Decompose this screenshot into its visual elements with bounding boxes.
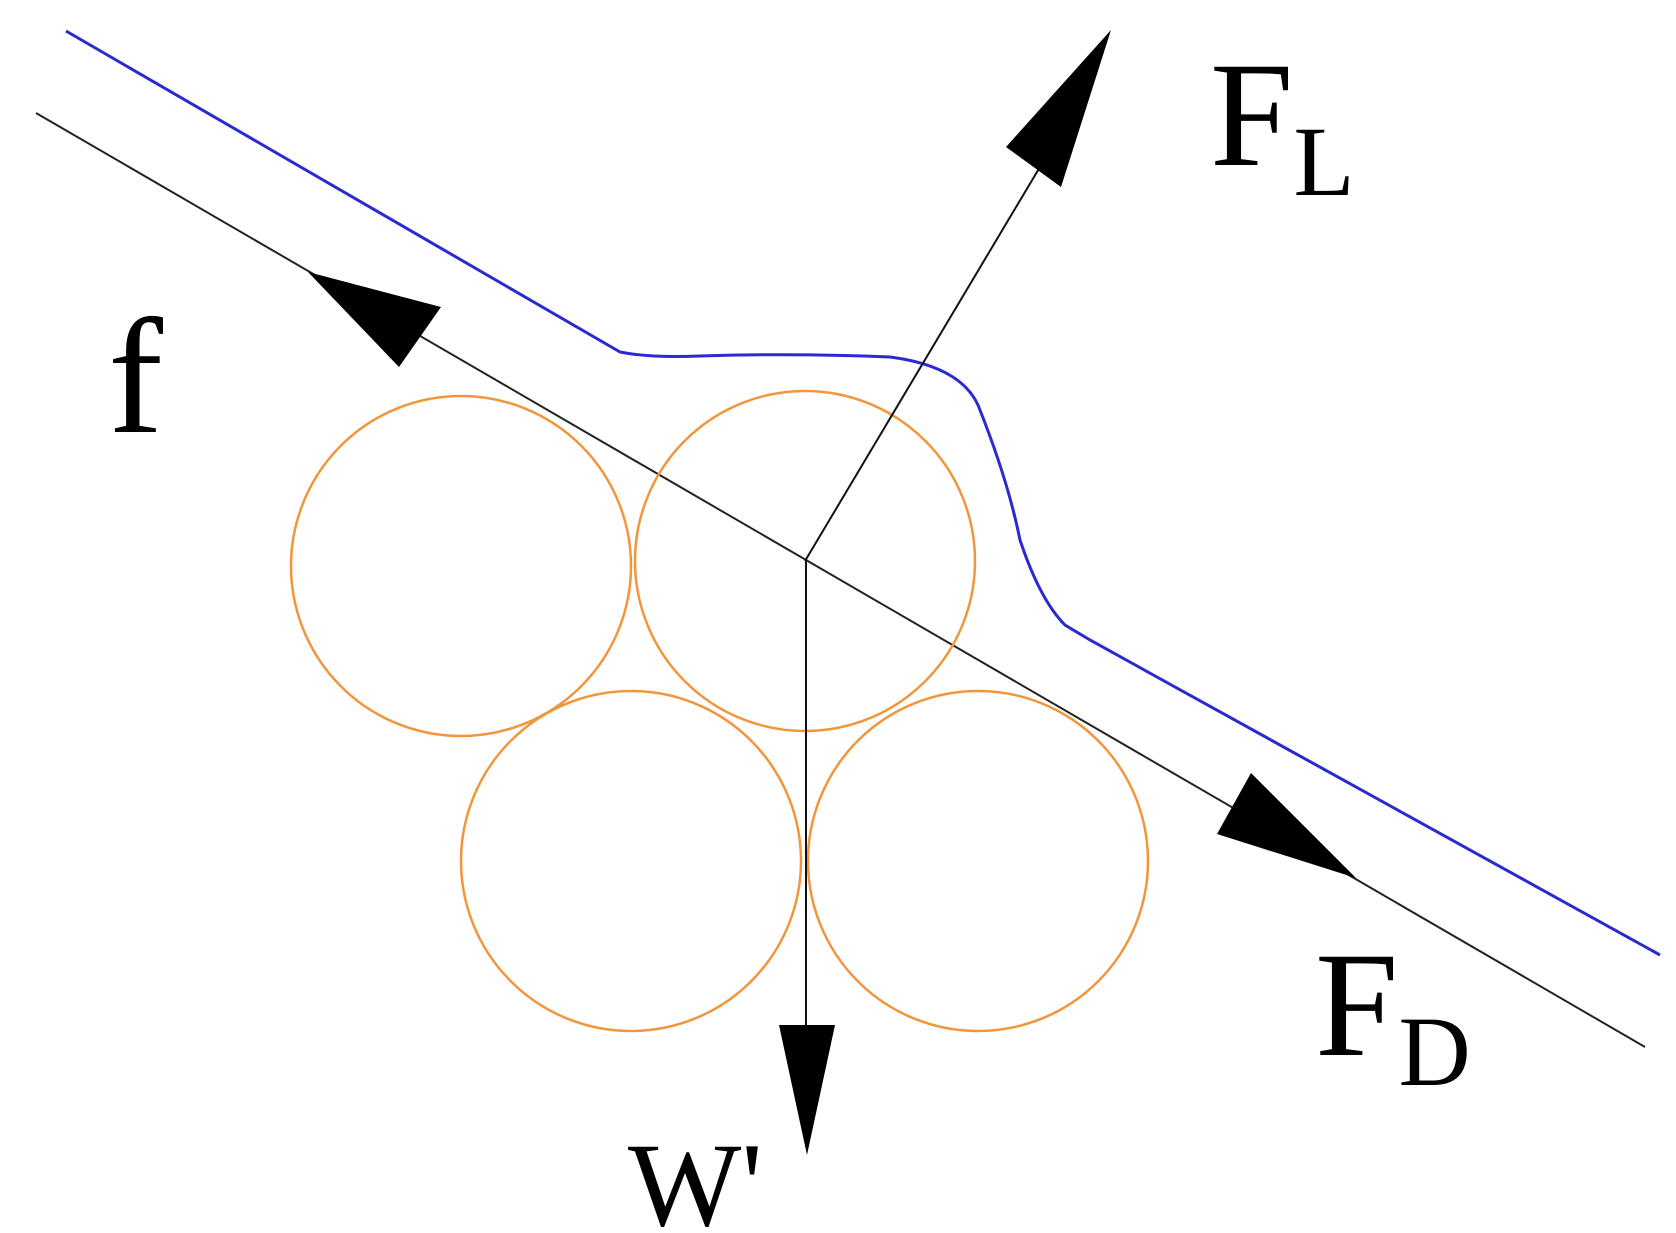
particle-circle — [289, 394, 633, 738]
water-surface-line — [65, 29, 1661, 957]
drag-vector — [1217, 773, 1356, 878]
lift-label: FL — [1210, 32, 1355, 217]
particle-circle — [459, 689, 803, 1033]
weight-vector — [779, 561, 835, 1155]
particle-circle — [806, 689, 1150, 1033]
friction-vector — [308, 272, 441, 367]
lift-vector-shaft — [804, 129, 1063, 562]
weight-arrowhead — [779, 1025, 835, 1155]
lift-vector — [804, 30, 1111, 562]
friction-label: f — [108, 285, 163, 468]
weight-label: W' — [628, 1118, 763, 1233]
drag-arrowhead — [1217, 773, 1356, 878]
bed-line — [35, 112, 1646, 1048]
lift-arrowhead — [1006, 30, 1111, 187]
friction-arrowhead — [308, 272, 441, 367]
drag-label: FD — [1315, 922, 1471, 1107]
particle-group — [289, 389, 1150, 1033]
